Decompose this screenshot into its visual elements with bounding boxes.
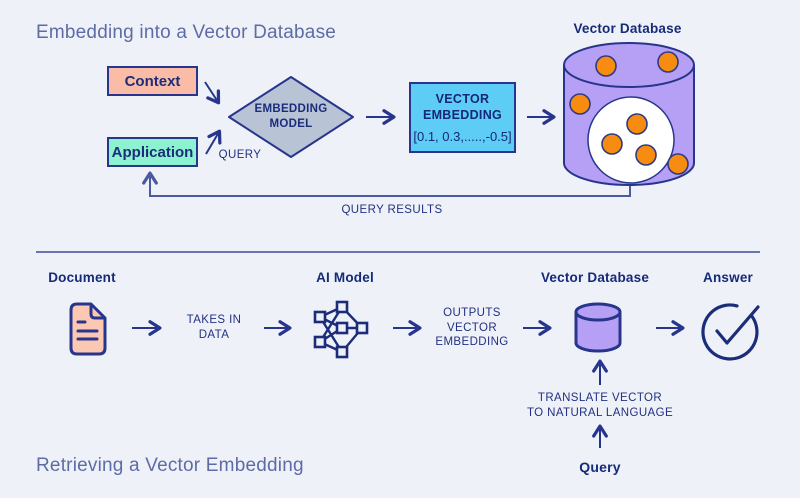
vector-embedding-box: VECTOR EMBEDDING [0.1, 0.3,.....,-0.5]: [409, 82, 516, 153]
embedding-model-label: EMBEDDING MODEL: [254, 103, 328, 130]
translate-vector-label: TRANSLATE VECTOR TO NATURAL LANGUAGE: [526, 392, 674, 419]
vector-point-dots: [569, 51, 689, 175]
query-label: QUERY: [218, 149, 262, 161]
query-bottom-label: Query: [579, 459, 621, 475]
context-box: Context: [107, 66, 198, 96]
document-icon: [69, 302, 107, 356]
query-results-label: QUERY RESULTS: [341, 204, 443, 216]
query-results-line: [142, 171, 631, 197]
context-box-label: Context: [124, 72, 181, 90]
answer-label: Answer: [703, 270, 753, 285]
bottom-section-title: Retrieving a Vector Embedding: [36, 455, 304, 476]
check-circle-icon: [701, 303, 760, 361]
neural-network-icon: [313, 300, 369, 359]
outputs-vector-embedding-label: OUTPUTS VECTOR EMBEDDING: [435, 307, 509, 348]
takes-in-data-label: TAKES IN DATA: [186, 314, 242, 341]
vector-database-bottom-label: Vector Database: [540, 270, 650, 285]
document-label: Document: [48, 270, 116, 285]
embedding-model-diamond: [228, 76, 354, 158]
database-small-icon: [574, 302, 622, 353]
vector-embedding-title: VECTOR EMBEDDING: [422, 92, 503, 122]
ai-model-label: AI Model: [316, 270, 374, 285]
vector-database-top-label: Vector Database: [573, 21, 682, 36]
database-cylinder-icon: [563, 42, 695, 186]
application-box: Application: [107, 137, 198, 167]
application-box-label: Application: [111, 143, 194, 161]
arrow-application-to-model: [205, 129, 222, 155]
arrow-context-to-model: [204, 81, 221, 105]
similarity-cluster-circle: [587, 96, 675, 184]
top-section-title: Embedding into a Vector Database: [36, 22, 337, 43]
vector-embedding-value: [0.1, 0.3,.....,-0.5]: [413, 129, 512, 144]
